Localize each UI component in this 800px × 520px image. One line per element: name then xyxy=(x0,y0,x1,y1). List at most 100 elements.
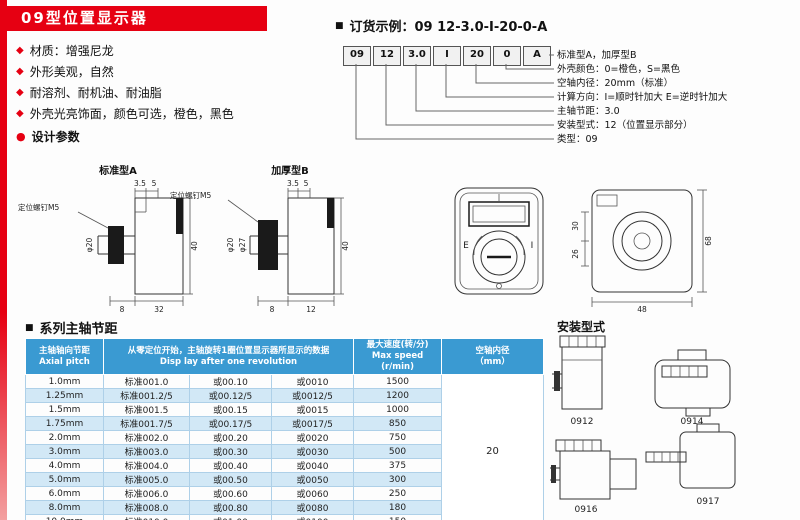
alt1-cell: 或00.30 xyxy=(189,444,272,460)
alt2-cell: 或0030 xyxy=(270,444,355,460)
pitch-cell: 4.0mm xyxy=(25,458,104,474)
installation-drawings: 0912 0914 0916 0917 xyxy=(550,335,736,515)
mount-0916-drawing: 0916 xyxy=(550,439,637,515)
feature-item: ◆ 材质：增强尼龙 xyxy=(16,42,114,59)
dim-5: 5 xyxy=(304,179,309,188)
alt2-cell: 或0080 xyxy=(270,500,355,516)
square-bullet-icon: ■ xyxy=(335,20,344,31)
table-row: 5.0mm 标准005.0 或00.50 或0050 300 xyxy=(25,472,544,488)
speed-cell: 150 xyxy=(353,514,443,520)
order-code-box: 09 xyxy=(343,46,371,66)
feature-item: ◆ 外壳光亮饰面，颜色可选，橙色，黑色 xyxy=(16,105,234,122)
table-row: 10.0mm 标准010.0 或01.00 或0100 150 xyxy=(25,514,544,520)
pitch-cell: 8.0mm xyxy=(25,500,104,516)
pitch-section-heading: ■ 系列主轴节距 xyxy=(25,318,118,337)
col-bore: 空轴内径（mm） xyxy=(441,337,545,376)
pitch-cell: 1.5mm xyxy=(25,402,104,418)
technical-drawings: 标准型A 定位螺钉M5 φ20 3.5 5 40 8 32 加厚型B xyxy=(18,164,713,314)
feature-text: 外形美观，自然 xyxy=(29,65,114,79)
alt2-cell: 或0012/5 xyxy=(270,388,355,404)
order-code-box: 0 xyxy=(493,46,521,66)
alt2-cell: 或0050 xyxy=(270,472,355,488)
alt2-cell: 或0020 xyxy=(270,430,355,446)
alt1-cell: 或00.17/5 xyxy=(189,416,272,432)
diamond-bullet-icon: ◆ xyxy=(16,108,24,119)
speed-cell: 1200 xyxy=(353,388,443,404)
feature-item: ◆ 外形美观，自然 xyxy=(16,63,114,80)
pitch-section-text: 系列主轴节距 xyxy=(39,322,118,337)
std-cell: 标准001.2/5 xyxy=(103,388,190,404)
installation-heading: 安装型式 xyxy=(557,320,606,334)
pitch-cell: 2.0mm xyxy=(25,430,104,446)
pitch-cell: 1.25mm xyxy=(25,388,104,404)
alt2-cell: 或0015 xyxy=(270,402,355,418)
alt1-cell: 或00.12/5 xyxy=(189,388,272,404)
dim-26: 26 xyxy=(571,249,580,259)
alt1-cell: 或01.00 xyxy=(189,514,272,520)
std-cell: 标准003.0 xyxy=(103,444,190,460)
speed-cell: 750 xyxy=(353,430,443,446)
dim-phi20: φ20 xyxy=(226,238,235,253)
order-example-text: 订货示例：09 12-3.0-I-20-0-A xyxy=(349,20,548,35)
std-cell: 标准010.0 xyxy=(103,514,190,520)
alt1-cell: 或00.80 xyxy=(189,500,272,516)
table-row: 3.0mm 标准003.0 或00.30 或0030 500 xyxy=(25,444,544,460)
dim-12: 12 xyxy=(306,305,316,314)
feature-text: 材质：增强尼龙 xyxy=(29,44,114,58)
speed-cell: 850 xyxy=(353,416,443,432)
order-legend-item: 空轴内径：20mm（标准） xyxy=(557,78,674,89)
table-row: 8.0mm 标准008.0 或00.80 或0080 180 xyxy=(25,500,544,516)
table-row: 1.0mm 标准001.0 或00.10 或0010 1500 20 xyxy=(25,374,545,520)
square-bullet-icon: ■ xyxy=(25,322,34,333)
speed-cell: 180 xyxy=(353,500,443,516)
screw-label: 定位螺钉M5 xyxy=(18,202,59,212)
alt2-cell: 或0060 xyxy=(270,486,355,502)
pitch-cell: 6.0mm xyxy=(25,486,104,502)
pitch-cell: 1.75mm xyxy=(25,416,104,432)
col-max-speed: 最大速度(转/分)Max speed (r/min) xyxy=(353,337,443,376)
feature-text: 外壳光亮饰面，颜色可选，橙色，黑色 xyxy=(29,107,234,121)
pitch-table-body: 1.0mm 标准001.0 或00.10 或0010 1500 20 1.25m… xyxy=(25,374,545,520)
feature-text: 耐溶剂、耐机油、耐油脂 xyxy=(29,86,162,100)
std-cell: 标准001.7/5 xyxy=(103,416,190,432)
mount-0914-drawing: 0914 xyxy=(654,349,731,427)
std-cell: 标准002.0 xyxy=(103,430,190,446)
std-cell: 标准006.0 xyxy=(103,486,190,502)
front-view-drawing: E I xyxy=(454,187,544,295)
std-cell: 标准004.0 xyxy=(103,458,190,474)
order-code-box: 12 xyxy=(373,46,401,66)
order-legend-item: 安装型式：12（位置显示部分） xyxy=(557,120,693,131)
alt2-cell: 或0010 xyxy=(270,374,355,390)
table-row: 6.0mm 标准006.0 或00.60 或0060 250 xyxy=(25,486,544,502)
dim-40: 40 xyxy=(190,241,199,251)
mark-e: E xyxy=(463,241,469,251)
speed-cell: 250 xyxy=(353,486,443,502)
alt1-cell: 或00.60 xyxy=(189,486,272,502)
dim-3-5: 3.5 xyxy=(134,179,146,188)
diamond-bullet-icon: ◆ xyxy=(16,45,24,56)
dim-30: 30 xyxy=(571,221,580,231)
std-cell: 标准001.0 xyxy=(103,374,190,390)
speed-cell: 375 xyxy=(353,458,443,474)
order-code-box: A xyxy=(523,46,551,66)
mount-0912-drawing: 0912 xyxy=(552,335,606,427)
alt2-cell: 或0100 xyxy=(270,514,355,520)
alt1-cell: 或00.40 xyxy=(189,458,272,474)
bore-cell: 20 xyxy=(441,374,545,520)
table-row: 1.5mm 标准001.5 或00.15 或0015 1000 xyxy=(25,402,544,418)
alt1-cell: 或00.50 xyxy=(189,472,272,488)
dim-68: 68 xyxy=(704,236,713,246)
dim-40: 40 xyxy=(341,241,350,251)
dim-8: 8 xyxy=(120,305,125,314)
pitch-cell: 1.0mm xyxy=(25,374,104,390)
screw-label: 定位螺钉M5 xyxy=(170,190,211,200)
alt2-cell: 或0017/5 xyxy=(270,416,355,432)
table-row: 4.0mm 标准004.0 或00.40 或0040 375 xyxy=(25,458,544,474)
table-row: 1.75mm 标准001.7/5 或00.17/5 或0017/5 850 xyxy=(25,416,544,432)
order-legend-item: 类型：09 xyxy=(557,134,598,145)
alt2-cell: 或0040 xyxy=(270,458,355,474)
